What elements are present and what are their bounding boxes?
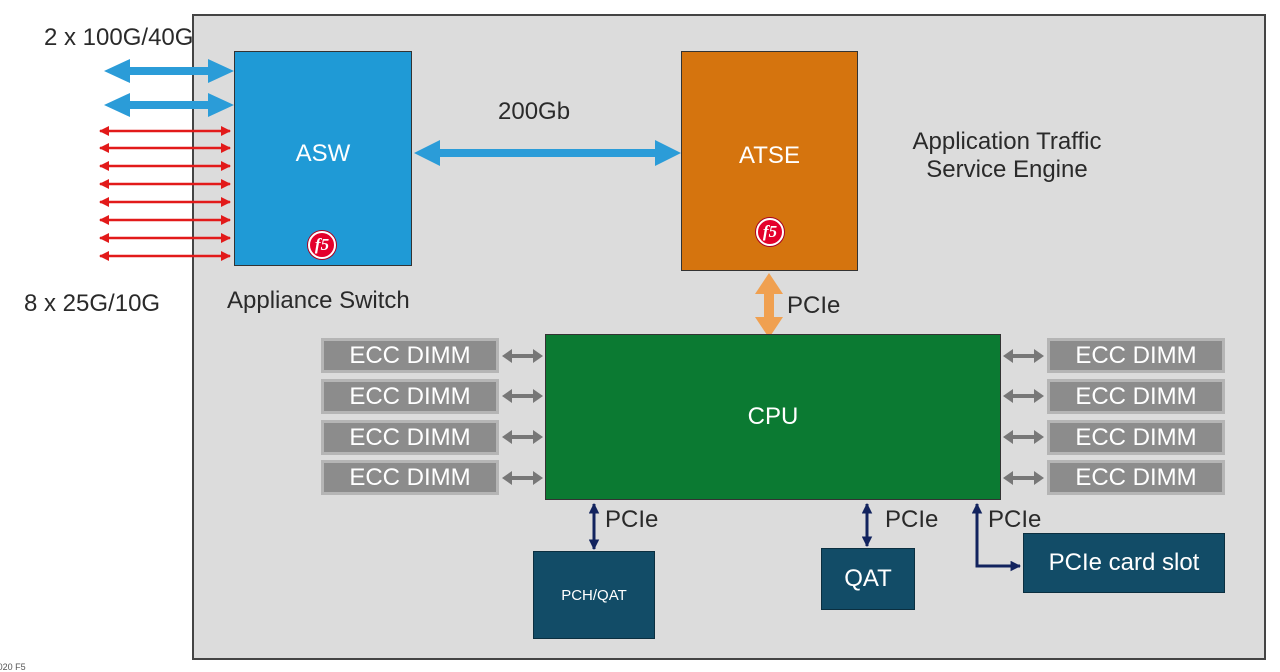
f5-logo-asw: f5 — [308, 231, 336, 259]
dimm-arrow-left-2 — [502, 389, 543, 403]
cpu-label: CPU — [747, 403, 799, 430]
downlinks-label: 8 x 25G/10G — [24, 290, 161, 317]
pcie-qat-label: PCIe — [885, 506, 939, 533]
dimm-arrow-left-4 — [502, 471, 543, 485]
footer-copyright: ©2020 F5 — [0, 662, 26, 672]
slot-pcie-arrow — [971, 502, 1022, 572]
uplink-arrow-2 — [104, 93, 234, 117]
pcie-card-slot-label: PCIe card slot — [1048, 549, 1200, 576]
dimm-left-4: ECC DIMM — [321, 460, 499, 495]
dimm-arrow-right-3 — [1003, 430, 1044, 444]
uplink-arrow-1 — [104, 59, 234, 83]
dimm-right-4: ECC DIMM — [1047, 460, 1225, 495]
asw-atse-link-arrow — [414, 140, 681, 166]
f5-logo-atse: f5 — [756, 218, 784, 246]
cpu-block: CPU — [545, 334, 1001, 500]
dimm-arrow-left-3 — [502, 430, 543, 444]
dimm-left-3: ECC DIMM — [321, 420, 499, 455]
dimm-arrow-right-2 — [1003, 389, 1044, 403]
dimm-left-1: ECC DIMM — [321, 338, 499, 373]
appliance-switch-label: Appliance Switch — [227, 287, 410, 314]
pcie-atse-label: PCIe — [787, 292, 841, 319]
qat-block: QAT — [821, 548, 915, 610]
dimm-right-1: ECC DIMM — [1047, 338, 1225, 373]
dimm-right-3: ECC DIMM — [1047, 420, 1225, 455]
bandwidth-label: 200Gb — [498, 98, 571, 125]
cpu-pcie-links — [588, 502, 1022, 572]
asw-block: ASW — [234, 51, 412, 266]
atse-description-line-1: Application Traffic — [912, 128, 1102, 155]
qat-label: QAT — [844, 565, 892, 592]
dimm-arrow-left-1 — [502, 349, 543, 363]
dimm-right-2: ECC DIMM — [1047, 379, 1225, 414]
downlink-arrows — [99, 126, 231, 261]
dimm-arrow-right-4 — [1003, 471, 1044, 485]
asw-label: ASW — [295, 139, 351, 167]
atse-label: ATSE — [739, 142, 800, 169]
dimm-left-2: ECC DIMM — [321, 379, 499, 414]
pch-qat-label: PCH/QAT — [561, 586, 627, 604]
atse-cpu-pcie-arrow — [755, 273, 783, 338]
atse-description: Application Traffic Service Engine — [880, 128, 1134, 183]
atse-description-line-2: Service Engine — [926, 155, 1088, 183]
dimm-arrows-left — [502, 349, 543, 485]
dimm-arrow-right-1 — [1003, 349, 1044, 363]
pcie-slot-label: PCIe — [988, 506, 1042, 533]
uplinks-label: 2 x 100G/40G — [44, 24, 194, 51]
dimm-arrows-right — [1003, 349, 1044, 485]
pcie-card-slot-block: PCIe card slot — [1023, 533, 1225, 593]
pch-qat-block: PCH/QAT — [533, 551, 655, 639]
pcie-pch-label: PCIe — [605, 506, 659, 533]
